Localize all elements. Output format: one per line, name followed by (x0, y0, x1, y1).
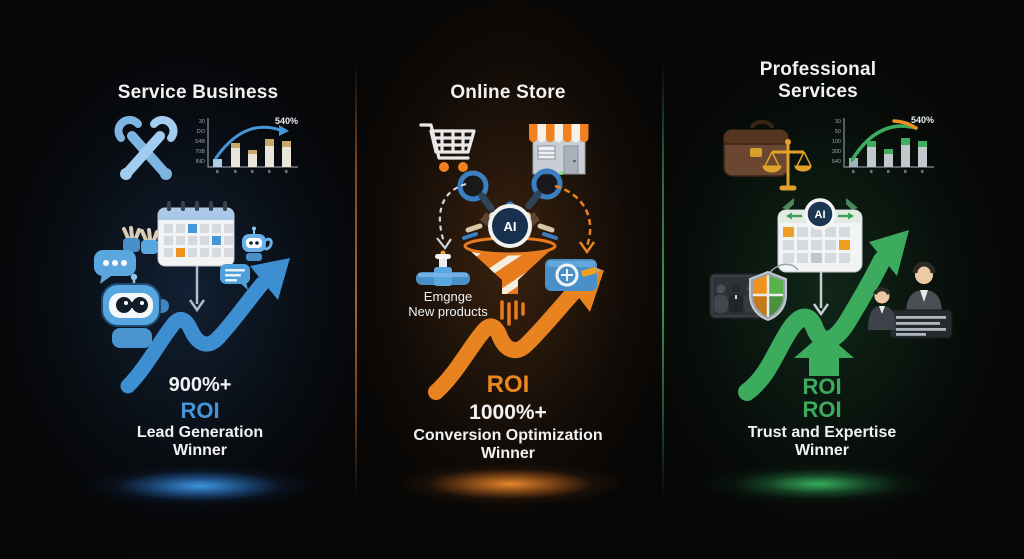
mini-robot-icon (236, 226, 274, 262)
professional-stat-label1: ROI (802, 374, 842, 399)
professional-panel-title-line2: Services (778, 81, 858, 102)
service-panel-title: Service Business (117, 82, 279, 103)
funnel-drip-lines (500, 300, 525, 326)
ai-badge-icon (804, 198, 836, 230)
professional-ai-badge-label: AI (815, 209, 826, 221)
ai-funnel-assembly: AI (446, 168, 576, 328)
chatbot-head-icon (98, 272, 170, 352)
pipe-valve-icon (414, 250, 472, 292)
service-chart-ytick: DO (197, 129, 206, 135)
professional-chart-ytick: 30 (835, 119, 841, 125)
briefcase-scales-icon (718, 116, 814, 198)
hands-icon (118, 224, 160, 262)
service-chart-ytick: 30 (199, 119, 205, 125)
block-up-arrow-icon (792, 330, 856, 378)
growth-swoosh-arrow-blue (116, 256, 300, 396)
service-stat-label: ROI (180, 398, 220, 423)
storefront-icon (526, 118, 592, 178)
service-chart-ytick: 70B (195, 149, 205, 155)
professional-growth-bar-chart: 30 50 100 300 540 540% (830, 112, 942, 184)
store-panel-title: Online Store (450, 82, 566, 103)
chat-bubble-dots-icon (92, 248, 138, 286)
service-winner-line1: Lead Generation (136, 424, 264, 441)
business-people-icon (860, 260, 956, 342)
shopping-cart-icon (418, 118, 482, 178)
store-winner-line2: Winner (480, 445, 536, 462)
service-winner-line2: Winner (172, 442, 228, 459)
professional-winner-line2: Winner (794, 442, 850, 459)
professional-chart-ytick: 300 (832, 149, 841, 155)
magnifier-icon (457, 170, 489, 202)
dashed-arrow-right (549, 182, 601, 270)
store-stat-label: ROI (486, 371, 530, 398)
store-ai-badge-label: AI (504, 219, 517, 234)
store-caption-line1: Emgnge (423, 289, 473, 304)
down-arrow-icon (186, 264, 208, 314)
down-arrow-icon (810, 270, 832, 318)
professional-growth-badge: 540% (911, 115, 934, 125)
professional-panel-title-line1: Professional (759, 59, 877, 80)
service-chart-ytick: IND (196, 159, 206, 165)
professional-chart-ytick: 540 (832, 159, 841, 165)
ai-badge-icon (488, 204, 532, 248)
service-stat-value: 900%+ (168, 374, 232, 396)
compass-box-icon (543, 253, 605, 297)
professional-chart-ytick: 100 (832, 139, 841, 145)
professional-chart-ytick: 50 (835, 129, 841, 135)
shield-icon (746, 270, 790, 322)
chat-bubble-lines-icon (218, 262, 252, 290)
service-growth-bar-chart: 30 DO 54B 70B IND 540% (194, 112, 306, 182)
store-winner-line1: Conversion Optimization (413, 427, 603, 444)
store-caption-line2: New products (408, 304, 488, 319)
calendar-ai-icon: AI (774, 196, 866, 276)
calendar-icon (156, 200, 236, 270)
scales-of-justice-icon (762, 139, 812, 191)
service-growth-badge: 540% (275, 116, 298, 126)
service-chart-ytick: 54B (195, 139, 205, 145)
green-chevron-icon (846, 198, 858, 210)
magnifier-icon (531, 168, 563, 200)
dashed-arrow-left (428, 180, 470, 264)
green-chevron-icon (782, 198, 794, 210)
store-stat-value: 1000%+ (469, 401, 547, 424)
crossed-wrenches-icon (108, 112, 184, 188)
growth-swoosh-arrow-green (733, 226, 911, 404)
professional-stat-label2: ROI (802, 397, 842, 422)
professional-winner-line1: Trust and Expertise (747, 424, 897, 441)
